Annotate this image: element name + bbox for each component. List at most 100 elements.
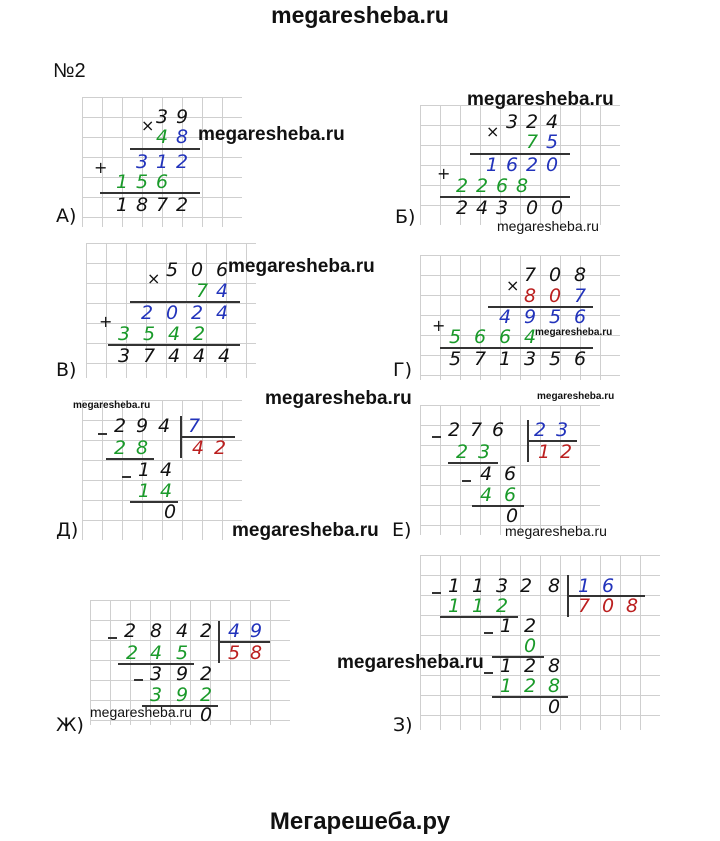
minus-sign (122, 476, 131, 478)
digit: 2 (523, 675, 537, 697)
digit: 5 (548, 348, 562, 370)
minus-sign (98, 433, 107, 435)
digit: 4 (215, 302, 229, 324)
digit: 6 (573, 306, 587, 328)
digit: 2 (559, 441, 573, 463)
label-e: Е) (392, 519, 412, 541)
digit: 4 (545, 111, 559, 133)
digit: 2 (175, 194, 189, 216)
minus-sign (484, 672, 493, 674)
digit: 0 (163, 501, 177, 523)
digit: 0 (525, 197, 539, 219)
rule-line (470, 153, 570, 155)
digit: 4 (192, 345, 206, 367)
digit: 8 (135, 437, 149, 459)
digit: 4 (215, 280, 229, 302)
digit: 2 (455, 441, 469, 463)
division-bar (180, 436, 235, 438)
grid-e (420, 405, 600, 535)
rule-line (130, 501, 178, 503)
division-bar (567, 595, 645, 597)
rule-line (100, 192, 200, 194)
digit: 3 (117, 323, 131, 345)
digit: 5 (135, 171, 149, 193)
digit: 7 (469, 419, 483, 441)
digit: 7 (473, 348, 487, 370)
digit: 4 (149, 642, 163, 664)
digit: 3 (555, 419, 569, 441)
digit: 6 (491, 419, 505, 441)
plus-sign: + (94, 158, 108, 177)
watermark: megaresheba.ru (505, 523, 607, 539)
digit: 1 (485, 154, 499, 176)
digit: 0 (548, 264, 562, 286)
digit: 0 (199, 704, 213, 726)
task-number: №2 (53, 60, 86, 82)
rule-line (448, 462, 498, 464)
digit: 8 (175, 126, 189, 148)
rule-line (142, 705, 218, 707)
digit: 1 (155, 151, 169, 173)
site-header: megaresheba.ru (271, 2, 449, 28)
digit: 6 (498, 326, 512, 348)
rule-line (130, 148, 200, 150)
digit: 3 (523, 348, 537, 370)
digit: 2 (495, 595, 509, 617)
digit: 1 (471, 595, 485, 617)
digit: 4 (498, 306, 512, 328)
digit: 1 (577, 575, 591, 597)
grid-b (420, 105, 620, 225)
label-d: Д) (56, 519, 79, 541)
watermark: megaresheba.ru (265, 388, 412, 409)
digit: 4 (217, 345, 231, 367)
label-a: А) (56, 205, 77, 227)
digit: 3 (149, 663, 163, 685)
digit: 5 (448, 326, 462, 348)
digit: 1 (115, 194, 129, 216)
digit: 2 (199, 684, 213, 706)
digit: 2 (113, 437, 127, 459)
grid-a (82, 97, 242, 227)
label-g: Г) (393, 359, 412, 381)
multiply-sign: × (506, 276, 520, 295)
digit: 5 (548, 306, 562, 328)
digit: 8 (523, 285, 537, 307)
grid-v (86, 243, 256, 378)
label-zh: Ж) (56, 714, 84, 736)
digit: 6 (155, 171, 169, 193)
digit: 6 (601, 575, 615, 597)
digit: 2 (447, 419, 461, 441)
minus-sign (432, 592, 441, 594)
digit: 1 (537, 441, 551, 463)
digit: 2 (455, 197, 469, 219)
digit: 8 (573, 264, 587, 286)
digit: 3 (135, 151, 149, 173)
digit: 2 (475, 175, 489, 197)
digit: 4 (479, 484, 493, 506)
rule-line (440, 347, 593, 349)
digit: 3 (505, 111, 519, 133)
rule-line (106, 458, 154, 460)
rule-line (108, 344, 240, 346)
digit: 6 (503, 484, 517, 506)
digit: 0 (601, 595, 615, 617)
digit: 2 (123, 620, 137, 642)
digit: 2 (113, 415, 127, 437)
digit: 1 (115, 171, 129, 193)
rule-line (118, 663, 194, 665)
digit: 9 (249, 620, 263, 642)
watermark: megaresheba.ru (198, 124, 345, 145)
digit: 7 (187, 415, 201, 437)
digit: 3 (149, 684, 163, 706)
digit: 5 (165, 259, 179, 281)
digit: 6 (503, 463, 517, 485)
digit: 7 (523, 264, 537, 286)
digit: 1 (498, 348, 512, 370)
digit: 5 (545, 131, 559, 153)
minus-sign (134, 679, 143, 681)
digit: 4 (479, 463, 493, 485)
digit: 0 (547, 696, 561, 718)
multiply-sign: × (141, 116, 155, 135)
digit: 7 (142, 345, 156, 367)
plus-sign: + (432, 316, 446, 335)
